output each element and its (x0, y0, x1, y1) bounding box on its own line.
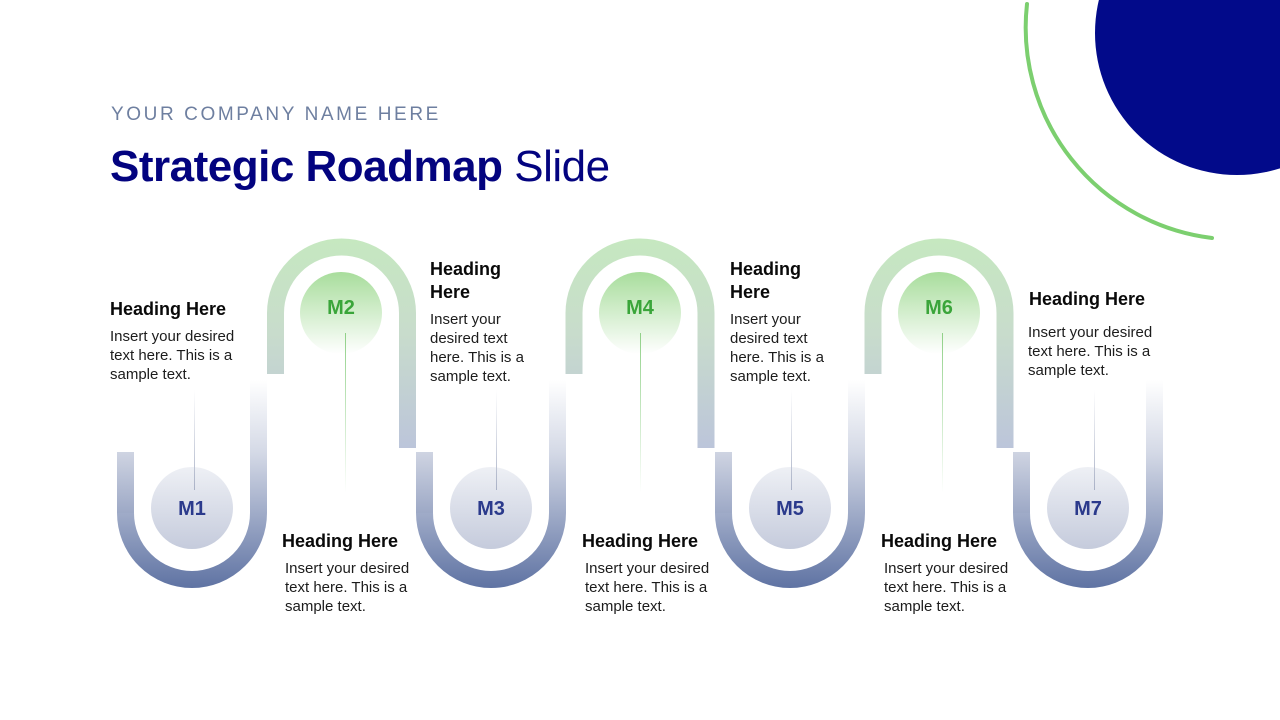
milestone-block-m3: Heading Here Insert your desired text he… (282, 530, 422, 616)
decorative-dark-circle (1095, 0, 1280, 175)
milestone-text: Insert your desired text here. This is a… (285, 560, 410, 615)
arch-shape-m2 (267, 238, 416, 448)
milestone-block-m7: Heading Here Insert your desired text he… (881, 530, 1021, 616)
milestone-label-m5: M5 (776, 498, 804, 520)
milestone-circle-m2 (300, 272, 382, 354)
milestone-text: Insert your desired text here. This is a… (110, 328, 235, 383)
title-bold: Strategic Roadmap (110, 142, 503, 191)
milestone-text: Insert your desired text here. This is a… (1028, 324, 1153, 379)
milestone-circle-m3 (450, 467, 532, 549)
milestone-heading: Heading Here (730, 259, 802, 302)
connector-line-m4 (640, 333, 641, 493)
milestone-label-m3: M3 (477, 498, 505, 520)
u-shape-m3 (416, 380, 566, 588)
title-light: Slide (514, 142, 610, 191)
milestone-block-m6: Heading Here Insert your desired text he… (1028, 288, 1169, 380)
milestone-heading: Heading Here (582, 531, 699, 551)
milestone-label-m2: M2 (327, 297, 355, 319)
milestone-heading: Heading Here (110, 299, 227, 319)
connector-line-m1 (194, 390, 195, 490)
connector-line-m3 (496, 390, 497, 490)
milestone-circle-m4 (599, 272, 681, 354)
milestone-label-m6: M6 (925, 297, 953, 319)
milestone-circle-m5 (749, 467, 831, 549)
milestone-text: Insert your desired text here. This is a… (585, 560, 710, 615)
u-shape-m1 (117, 380, 267, 588)
milestone-label-m7: M7 (1074, 498, 1102, 520)
arch-shape-m6 (864, 238, 1014, 448)
milestone-circle-m1 (151, 467, 233, 549)
milestone-block-m1: Heading Here Insert your desired text he… (110, 298, 250, 384)
milestone-text: Insert your desired text here. This is a… (430, 311, 524, 385)
milestone-label-m4: M4 (626, 297, 654, 319)
milestone-circle-m6 (898, 272, 980, 354)
milestone-label-m1: M1 (178, 498, 206, 520)
milestone-text: Insert your desired text here. This is a… (884, 560, 1009, 615)
milestone-block-m4: Heading Here Insert your desired text he… (730, 258, 830, 386)
milestone-block-m2: Heading Here Insert your desired text he… (430, 258, 530, 386)
page-title: Strategic Roadmap Slide (110, 142, 610, 192)
milestone-text: Insert your desired text here. This is a… (730, 311, 824, 385)
milestone-circle-m7 (1047, 467, 1129, 549)
decorative-green-arc (1023, 2, 1214, 240)
u-shape-m5 (715, 380, 865, 588)
milestone-heading: Heading Here (881, 531, 998, 551)
u-shape-m7 (1013, 380, 1163, 588)
connector-line-m5 (791, 390, 792, 490)
connector-line-m6 (942, 333, 943, 493)
arch-shape-m4 (565, 238, 715, 448)
milestone-heading: Heading Here (430, 259, 502, 302)
connector-line-m7 (1094, 390, 1095, 490)
connector-line-m2 (345, 333, 346, 493)
company-name: YOUR COMPANY NAME HERE (111, 104, 441, 125)
milestone-heading: Heading Here (1029, 289, 1146, 309)
milestone-heading: Heading Here (282, 531, 399, 551)
milestone-block-m5: Heading Here Insert your desired text he… (582, 530, 722, 616)
